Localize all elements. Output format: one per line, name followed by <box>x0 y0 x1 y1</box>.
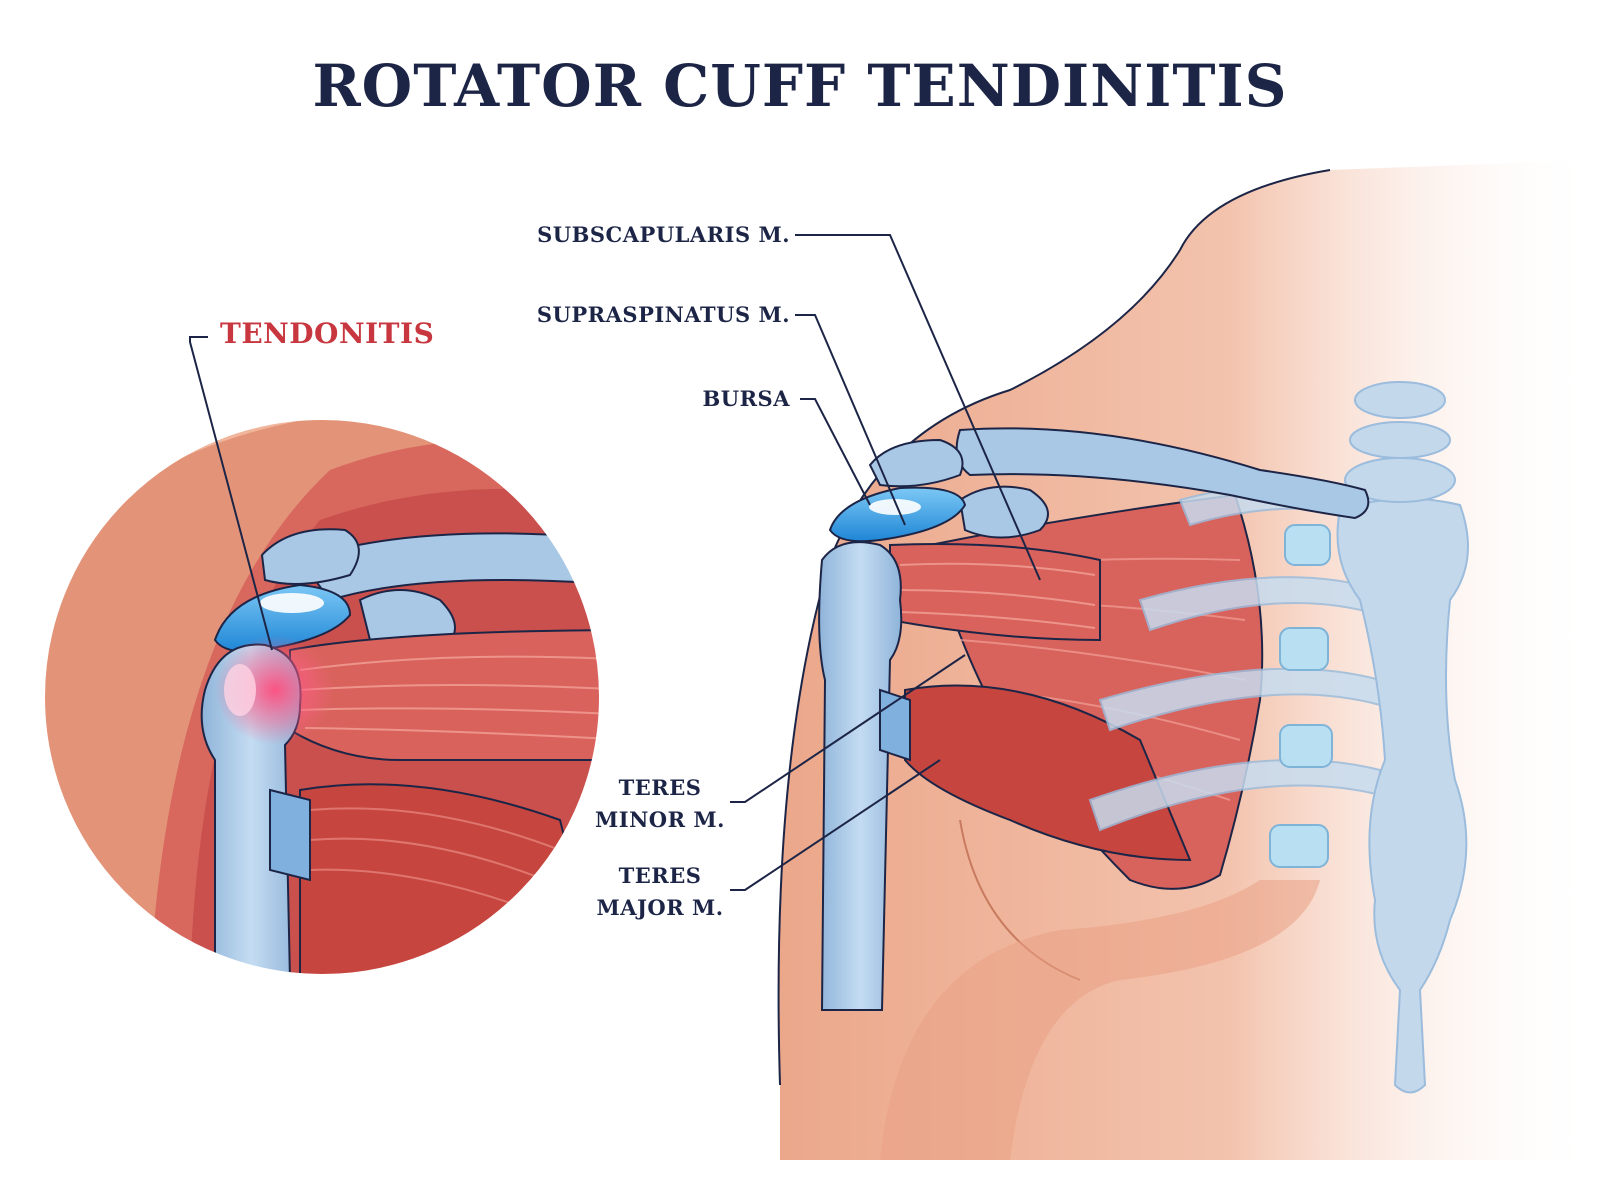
label-bursa: BURSA <box>702 386 790 411</box>
label-teres-minor: TERES MINOR M. <box>590 772 730 836</box>
leader-lines <box>189 234 1041 891</box>
zoom-circle <box>43 418 601 976</box>
shoulder-anatomy <box>777 160 1600 1160</box>
leader-teres-minor <box>730 654 966 803</box>
leader-bursa <box>800 398 871 506</box>
leader-supraspinatus <box>795 314 906 526</box>
label-subscapularis: SUBSCAPULARIS M. <box>537 222 790 247</box>
label-tendonitis: TENDONITIS <box>220 317 435 350</box>
label-teres-major-line2: MAJOR M. <box>596 895 724 920</box>
label-teres-minor-line2: MINOR M. <box>595 807 725 832</box>
leader-teres-major <box>730 759 941 891</box>
page-title: ROTATOR CUFF TENDINITIS <box>312 52 1288 120</box>
leader-tendonitis <box>189 336 273 651</box>
label-supraspinatus: SUPRASPINATUS M. <box>536 302 790 327</box>
label-teres-major: TERES MAJOR M. <box>590 860 730 924</box>
label-teres-minor-line1: TERES <box>618 775 702 800</box>
leader-subscapularis <box>795 234 1041 581</box>
label-teres-major-line1: TERES <box>618 863 702 888</box>
